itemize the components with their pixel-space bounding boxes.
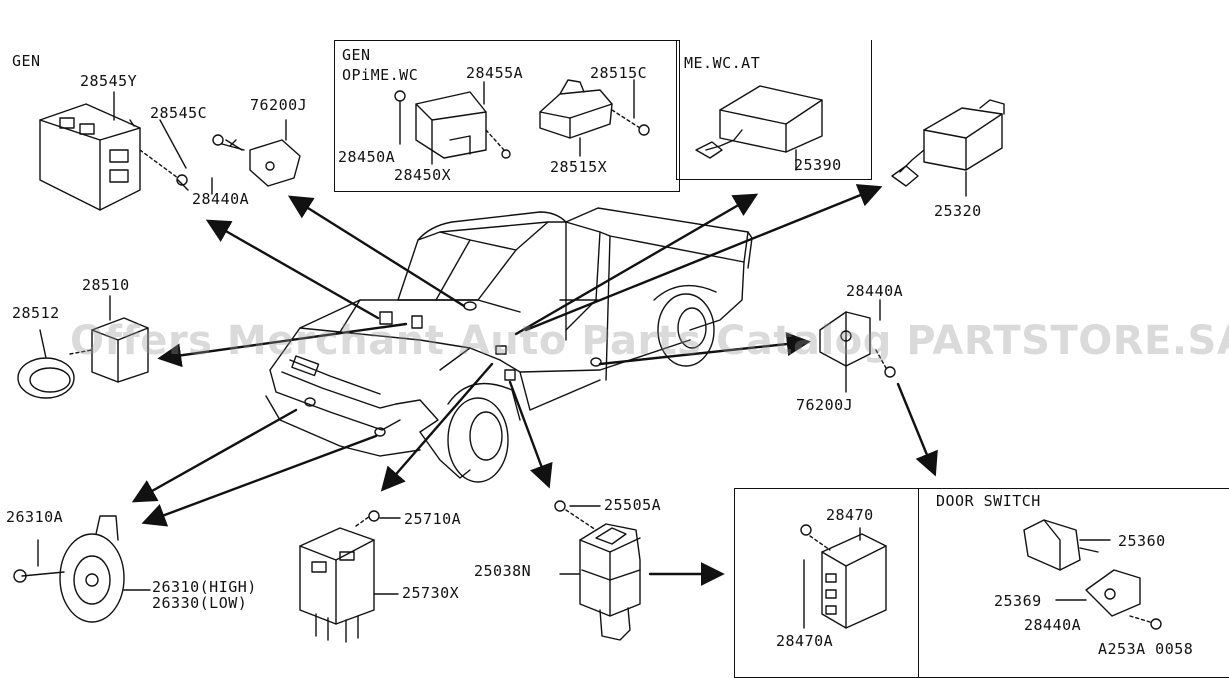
label-28450x: 28450X: [394, 166, 452, 184]
label-gen-box: GEN: [342, 46, 371, 64]
label-25369: 25369: [994, 592, 1042, 610]
label-me-wc-at: ME.WC.AT: [684, 54, 761, 72]
label-25505a: 25505A: [604, 496, 662, 514]
door-switch-25360: [1023, 519, 1162, 630]
relay-28510: [17, 295, 149, 399]
label-28440a-top: 28440A: [192, 190, 250, 208]
label-25320: 25320: [934, 202, 982, 220]
label-25730x: 25730X: [402, 584, 460, 602]
bolt-28440a-top: [211, 134, 245, 195]
label-28440a-bottom: 28440A: [1024, 616, 1082, 634]
relay-25730x: [299, 510, 401, 643]
label-diagram-code: A253A 0058: [1098, 640, 1194, 658]
switch-25390: [695, 85, 823, 171]
label-28470: 28470: [826, 506, 874, 524]
label-76200j-top: 76200J: [250, 96, 308, 114]
gen-box-parts: [394, 79, 650, 165]
label-26330-low: 26330(LOW): [152, 594, 248, 612]
label-25390: 25390: [794, 156, 842, 174]
label-28545y: 28545Y: [80, 72, 138, 90]
module-28470: [800, 524, 887, 629]
switch-25320: [891, 99, 1005, 197]
module-28545y: [39, 91, 189, 211]
label-28450a: 28450A: [338, 148, 396, 166]
horn-26310: [13, 515, 151, 623]
label-25360: 25360: [1118, 532, 1166, 550]
door-switch-divider: [918, 488, 919, 678]
arrows: [131, 184, 938, 586]
label-28470a: 28470A: [776, 632, 834, 650]
clip-76200j-right: [819, 299, 896, 393]
label-28512: 28512: [12, 304, 60, 322]
label-opme-wc: OPiME.WC: [342, 66, 419, 84]
label-25038n: 25038N: [474, 562, 532, 580]
label-gen-left: GEN: [12, 52, 41, 70]
label-26310-high: 26310(HIGH): [152, 578, 257, 596]
label-26310a: 26310A: [6, 508, 64, 526]
label-28440a-right: 28440A: [846, 282, 904, 300]
label-25710a: 25710A: [404, 510, 462, 528]
label-28515c: 28515C: [590, 64, 648, 82]
label-28545c: 28545C: [150, 104, 208, 122]
me-wc-at-inset-box: [676, 40, 872, 180]
label-28455a: 28455A: [466, 64, 524, 82]
gen-inset-box: [334, 40, 680, 192]
switch-25038n: [554, 500, 641, 641]
watermark-text: Offers Merchant Auto Parts Catalog PARTS…: [70, 318, 1229, 364]
clip-76200j-top: [249, 119, 301, 187]
label-76200j-right: 76200J: [796, 396, 854, 414]
label-28515x: 28515X: [550, 158, 608, 176]
label-door-switch: DOOR SWITCH: [936, 492, 1041, 510]
label-28510: 28510: [82, 276, 130, 294]
